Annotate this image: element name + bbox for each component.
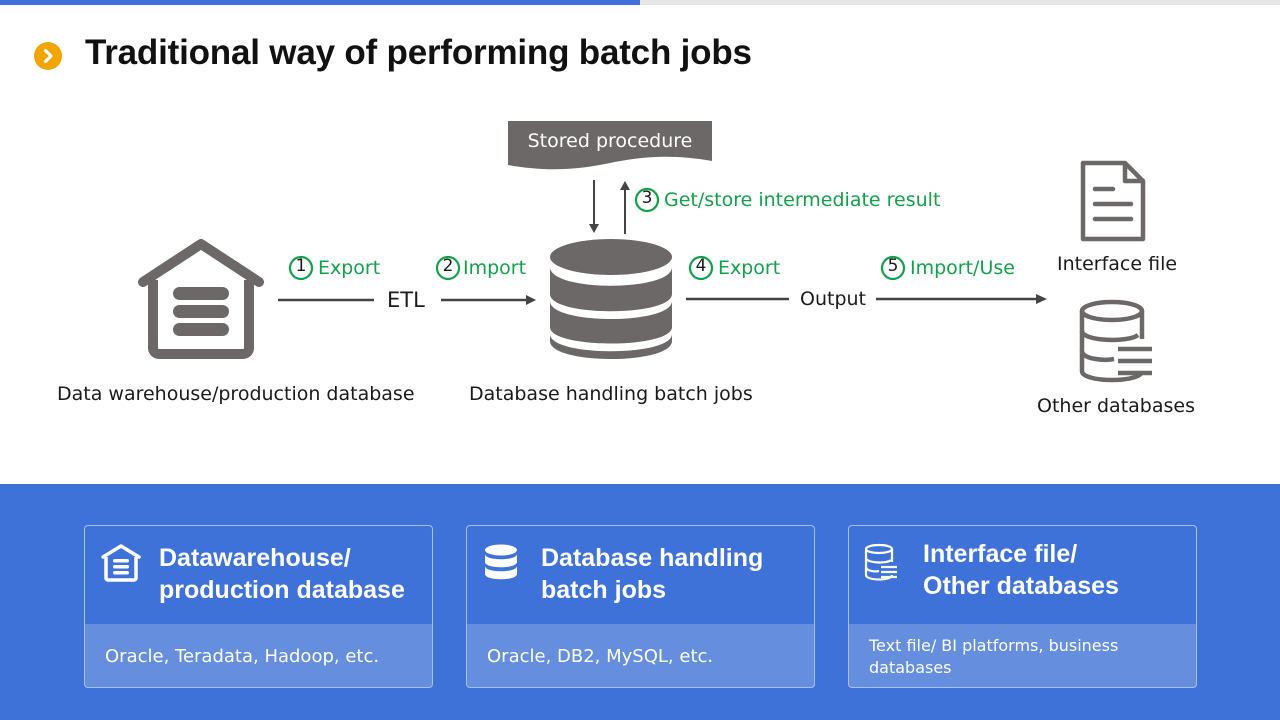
database-icon (550, 239, 672, 359)
document-icon (1080, 160, 1146, 242)
step-3-badge (634, 187, 660, 213)
house-icon (101, 544, 141, 582)
card-footer: Text file/ BI platforms, business databa… (849, 624, 1196, 687)
step-4-number: 4 (695, 256, 707, 276)
other-databases-label: Other databases (1037, 395, 1195, 417)
card-title: Interface file/ Other databases (923, 540, 1119, 600)
card-batch-db: Database handling batch jobs Oracle, DB2… (466, 525, 815, 688)
card-interface-other: Interface file/ Other databases Text fil… (848, 525, 1197, 688)
card-footer: Oracle, Teradata, Hadoop, etc. (85, 624, 432, 687)
batch-db-label: Database handling batch jobs (469, 383, 753, 405)
step-1-label: Export (318, 257, 381, 279)
step-4-label: Export (718, 257, 781, 279)
step-1-badge (288, 255, 314, 281)
step-4-badge (688, 255, 714, 281)
step-5-label: Import/Use (910, 257, 1015, 279)
etl-connector (278, 295, 536, 305)
chevron-right-icon (34, 42, 62, 70)
procedure-arrows (589, 180, 630, 234)
card-title: Database handling batch jobs (541, 544, 764, 604)
step-2-number: 2 (442, 256, 454, 276)
etl-label: ETL (387, 288, 425, 312)
stored-procedure-box (508, 121, 712, 170)
warehouse-label: Data warehouse/production database (57, 383, 415, 405)
step-2-badge (435, 255, 461, 281)
batch-flow-diagram: Stored procedure 3 Get/store intermediat… (57, 121, 1195, 417)
step-5-badge (880, 255, 906, 281)
step-3-label: Get/store intermediate result (664, 189, 941, 211)
card-warehouse: Datawarehouse/ production database Oracl… (84, 525, 433, 688)
card-header: Database handling batch jobs (467, 526, 814, 624)
page-title: Traditional way of performing batch jobs (85, 33, 752, 72)
house-icon (138, 239, 264, 359)
card-header: Datawarehouse/ production database (85, 526, 432, 624)
database-list-icon (864, 543, 897, 581)
card-title: Datawarehouse/ production database (159, 544, 405, 604)
card-body: Oracle, DB2, MySQL, etc. (487, 645, 714, 667)
card-header: Interface file/ Other databases (849, 526, 1196, 624)
step-3-number: 3 (641, 188, 653, 208)
summary-panel: Datawarehouse/ production database Oracl… (0, 484, 1280, 720)
card-body: Text file/ BI platforms, business databa… (869, 635, 1119, 677)
output-connector (686, 294, 1047, 304)
output-label: Output (800, 288, 866, 310)
card-footer: Oracle, DB2, MySQL, etc. (467, 624, 814, 687)
card-body: Oracle, Teradata, Hadoop, etc. (105, 645, 380, 667)
top-accent-bar-track (640, 0, 1280, 5)
database-icon (485, 544, 517, 580)
top-accent-bar (0, 0, 640, 5)
interface-file-label: Interface file (1057, 253, 1178, 275)
database-list-icon (1079, 299, 1152, 383)
stored-procedure-label: Stored procedure (527, 130, 693, 152)
step-5-number: 5 (887, 256, 899, 276)
step-1-number: 1 (295, 256, 307, 276)
step-2-label: Import (463, 257, 527, 279)
